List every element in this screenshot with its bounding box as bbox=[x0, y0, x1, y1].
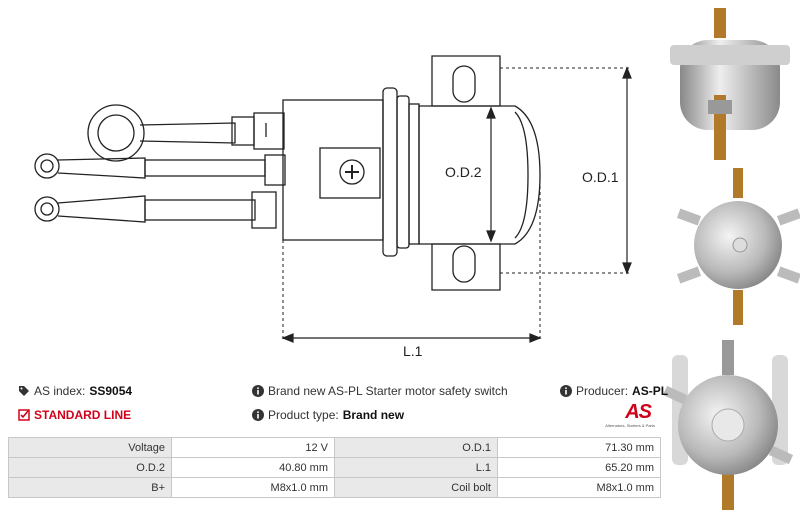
table-row: Voltage 12 V O.D.1 71.30 mm bbox=[8, 437, 661, 458]
spec-value: M8x1.0 mm bbox=[497, 477, 661, 498]
standard-line-row: STANDARD LINE bbox=[18, 408, 131, 422]
photo-back-view bbox=[676, 168, 800, 325]
producer-row: Producer: AS-PL bbox=[560, 384, 668, 398]
ring-terminal-large bbox=[87, 104, 145, 162]
technical-drawing: O.D.1 O.D.2 L.1 bbox=[34, 55, 632, 359]
ring-terminal-small-2 bbox=[34, 196, 60, 222]
table-row: B+ M8x1.0 mm Coil bolt M8x1.0 mm bbox=[8, 477, 661, 498]
ring-terminal-small-1 bbox=[34, 153, 60, 179]
product-type-value: Brand new bbox=[342, 408, 405, 422]
as-index-value: SS9054 bbox=[89, 384, 133, 398]
standard-line-label: STANDARD LINE bbox=[34, 408, 132, 422]
description-text: Brand new AS-PL Starter motor safety swi… bbox=[268, 384, 508, 398]
info-icon bbox=[252, 409, 264, 421]
product-type-row: Product type: Brand new bbox=[252, 408, 404, 422]
product-photos bbox=[662, 8, 800, 510]
spec-label: B+ bbox=[8, 477, 172, 498]
spec-value: 12 V bbox=[171, 437, 335, 458]
info-icon bbox=[252, 385, 264, 397]
as-index-label: AS index: bbox=[34, 384, 86, 398]
as-logo: AS Alternators, Starters & Parts bbox=[605, 401, 655, 428]
spec-label: Voltage bbox=[8, 437, 172, 458]
spec-label: Coil bolt bbox=[334, 477, 498, 498]
photo-side-view bbox=[670, 8, 790, 160]
as-index-row: AS index: SS9054 bbox=[18, 384, 132, 398]
label-l1: L.1 bbox=[403, 343, 423, 359]
info-icon bbox=[560, 385, 572, 397]
spec-value: M8x1.0 mm bbox=[171, 477, 335, 498]
spec-label: O.D.2 bbox=[8, 457, 172, 478]
spec-value: 40.80 mm bbox=[171, 457, 335, 478]
description-row: Brand new AS-PL Starter motor safety swi… bbox=[252, 384, 508, 398]
producer-value: AS-PL bbox=[632, 384, 669, 398]
spec-label: L.1 bbox=[334, 457, 498, 478]
table-row: O.D.2 40.80 mm L.1 65.20 mm bbox=[8, 457, 661, 478]
spec-value: 71.30 mm bbox=[497, 437, 661, 458]
product-type-label: Product type: bbox=[268, 408, 339, 422]
spec-table: Voltage 12 V O.D.1 71.30 mm O.D.2 40.80 … bbox=[8, 437, 661, 498]
producer-label: Producer: bbox=[576, 384, 629, 398]
tags-icon bbox=[19, 386, 29, 396]
check-square-icon bbox=[18, 409, 30, 421]
label-od1: O.D.1 bbox=[582, 169, 619, 185]
label-od2: O.D.2 bbox=[445, 164, 482, 180]
photo-front-view bbox=[662, 340, 794, 510]
spec-label: O.D.1 bbox=[334, 437, 498, 458]
spec-value: 65.20 mm bbox=[497, 457, 661, 478]
